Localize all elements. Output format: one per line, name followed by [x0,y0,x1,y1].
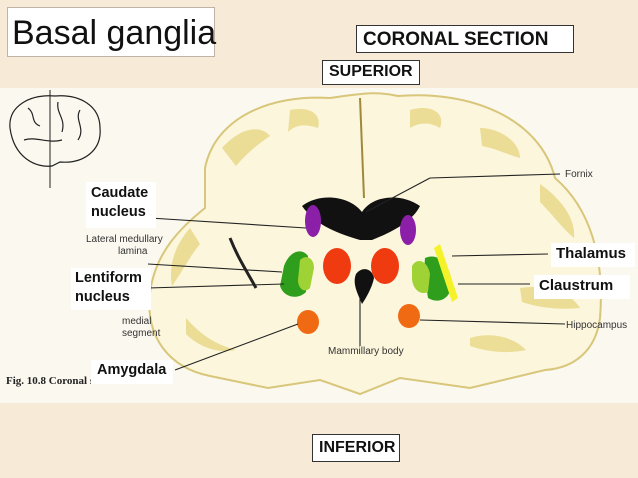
amygdala-label: Amygdala [91,360,173,384]
caudate-nucleus-label: Caudate nucleus [86,182,156,228]
coronal-brain-figure: Fornix Lateral medullary lamina medial s… [0,88,638,403]
leader-lines [147,173,566,371]
inferior-label: INFERIOR [312,434,400,462]
left-amygdala [297,310,319,334]
lentiform-nucleus-label: Lentiform nucleus [71,268,151,310]
right-caudate-nucleus [400,215,416,245]
slide-title: Basal ganglia [7,7,216,57]
lateral-ventricles [302,197,420,240]
right-thalamus [371,248,399,284]
right-globus-pallidus [412,260,430,294]
hippocampus-text: Hippocampus [566,320,627,331]
right-amygdala [398,304,420,328]
superior-label: SUPERIOR [322,60,420,85]
thalamus-label: Thalamus [551,243,635,267]
lentiform-label-line2: nucleus [75,289,130,305]
fornix-text: Fornix [565,169,593,180]
brain-section [148,92,602,396]
claustrum-label: Claustrum [534,275,630,299]
left-thalamus [323,248,351,284]
third-ventricle [354,269,374,304]
medial-segment-text-1: medial [122,316,151,327]
medial-segment-text-2: segment [122,328,161,339]
left-caudate-nucleus [305,205,321,237]
mammillary-body-text: Mammillary body [328,346,404,357]
lateral-medullary-text-1: Lateral medullary [86,234,163,245]
caudate-label-line2: nucleus [91,204,146,220]
brain-orientation-sketch [9,90,101,188]
caudate-label-line1: Caudate [91,185,149,201]
section-label: CORONAL SECTION [356,25,574,53]
lateral-medullary-text-2: lamina [118,246,148,257]
lentiform-label-line1: Lentiform [75,270,142,286]
claustrum-stripe [434,244,458,302]
left-globus-pallidus [298,257,314,291]
